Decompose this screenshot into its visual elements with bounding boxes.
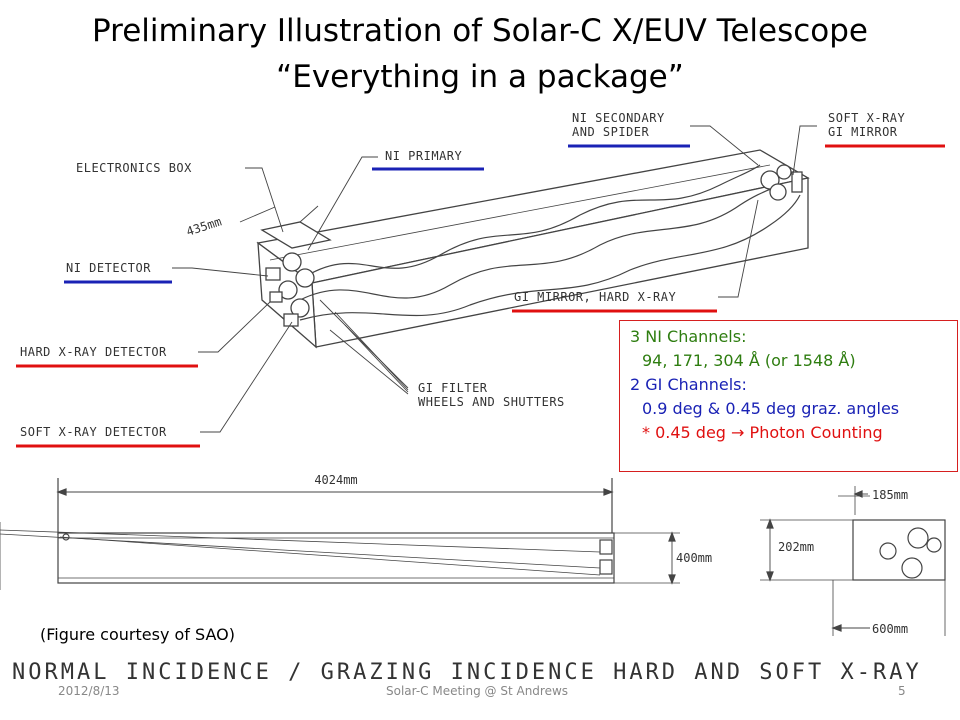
label-ni-primary: NI PRIMARY	[385, 149, 463, 163]
photon-counting-note: * 0.45 deg → Photon Counting	[630, 421, 957, 445]
slide-title: Preliminary Illustration of Solar-C X/EU…	[92, 13, 868, 49]
label-ni-secondary-line1: NI SECONDARY	[572, 111, 665, 125]
label-ni-detector: NI DETECTOR	[66, 261, 151, 275]
right-arrow-icon: →	[731, 423, 745, 442]
footer-meeting: Solar-C Meeting @ St Andrews	[386, 684, 569, 698]
figure-courtesy: (Figure courtesy of SAO)	[40, 625, 235, 644]
channel-callout-box: 3 NI Channels: 94, 171, 304 Å (or 1548 Å…	[619, 320, 958, 472]
label-ni-secondary-line2: AND SPIDER	[572, 125, 650, 139]
dimension-side: 202mm	[778, 540, 814, 554]
label-electronics-box: ELECTRONICS BOX	[76, 161, 192, 175]
label-soft-xray-gi-line1: SOFT X-RAY	[828, 111, 906, 125]
label-soft-xray-detector: SOFT X-RAY DETECTOR	[20, 425, 167, 439]
side-elevation-view	[0, 478, 680, 590]
dimension-length: 4024mm	[314, 473, 357, 487]
dimension-435mm: 435mm	[185, 214, 224, 238]
label-gi-filter-line1: GI FILTER	[418, 381, 488, 395]
slide-subtitle: “Everything in a package”	[276, 59, 684, 95]
dimension-height: 400mm	[676, 551, 712, 565]
label-hard-xray-detector: HARD X-RAY DETECTOR	[20, 345, 167, 359]
footer-date: 2012/8/13	[58, 684, 120, 698]
label-gi-mirror-hard-xray: GI MIRROR, HARD X-RAY	[514, 290, 676, 304]
end-view	[760, 486, 946, 636]
label-soft-xray-gi-line2: GI MIRROR	[828, 125, 898, 139]
footer-page-number: 5	[898, 684, 906, 698]
ni-channels-values: 94, 171, 304 Å (or 1548 Å)	[642, 351, 856, 370]
label-gi-filter-line2: WHEELS AND SHUTTERS	[418, 395, 565, 409]
dimension-bottom: 600mm	[872, 622, 908, 636]
gi-channels-header: 2 GI Channels:	[630, 375, 747, 394]
drawing-caption: NORMAL INCIDENCE / GRAZING INCIDENCE HAR…	[12, 660, 922, 685]
dimension-top: 185mm	[872, 488, 908, 502]
photon-counting-text: * 0.45 deg → Photon Counting	[642, 423, 883, 442]
gi-channels-values: 0.9 deg & 0.45 deg graz. angles	[642, 399, 900, 418]
ni-channels-header: 3 NI Channels:	[630, 327, 747, 346]
leader-lines	[172, 125, 817, 433]
